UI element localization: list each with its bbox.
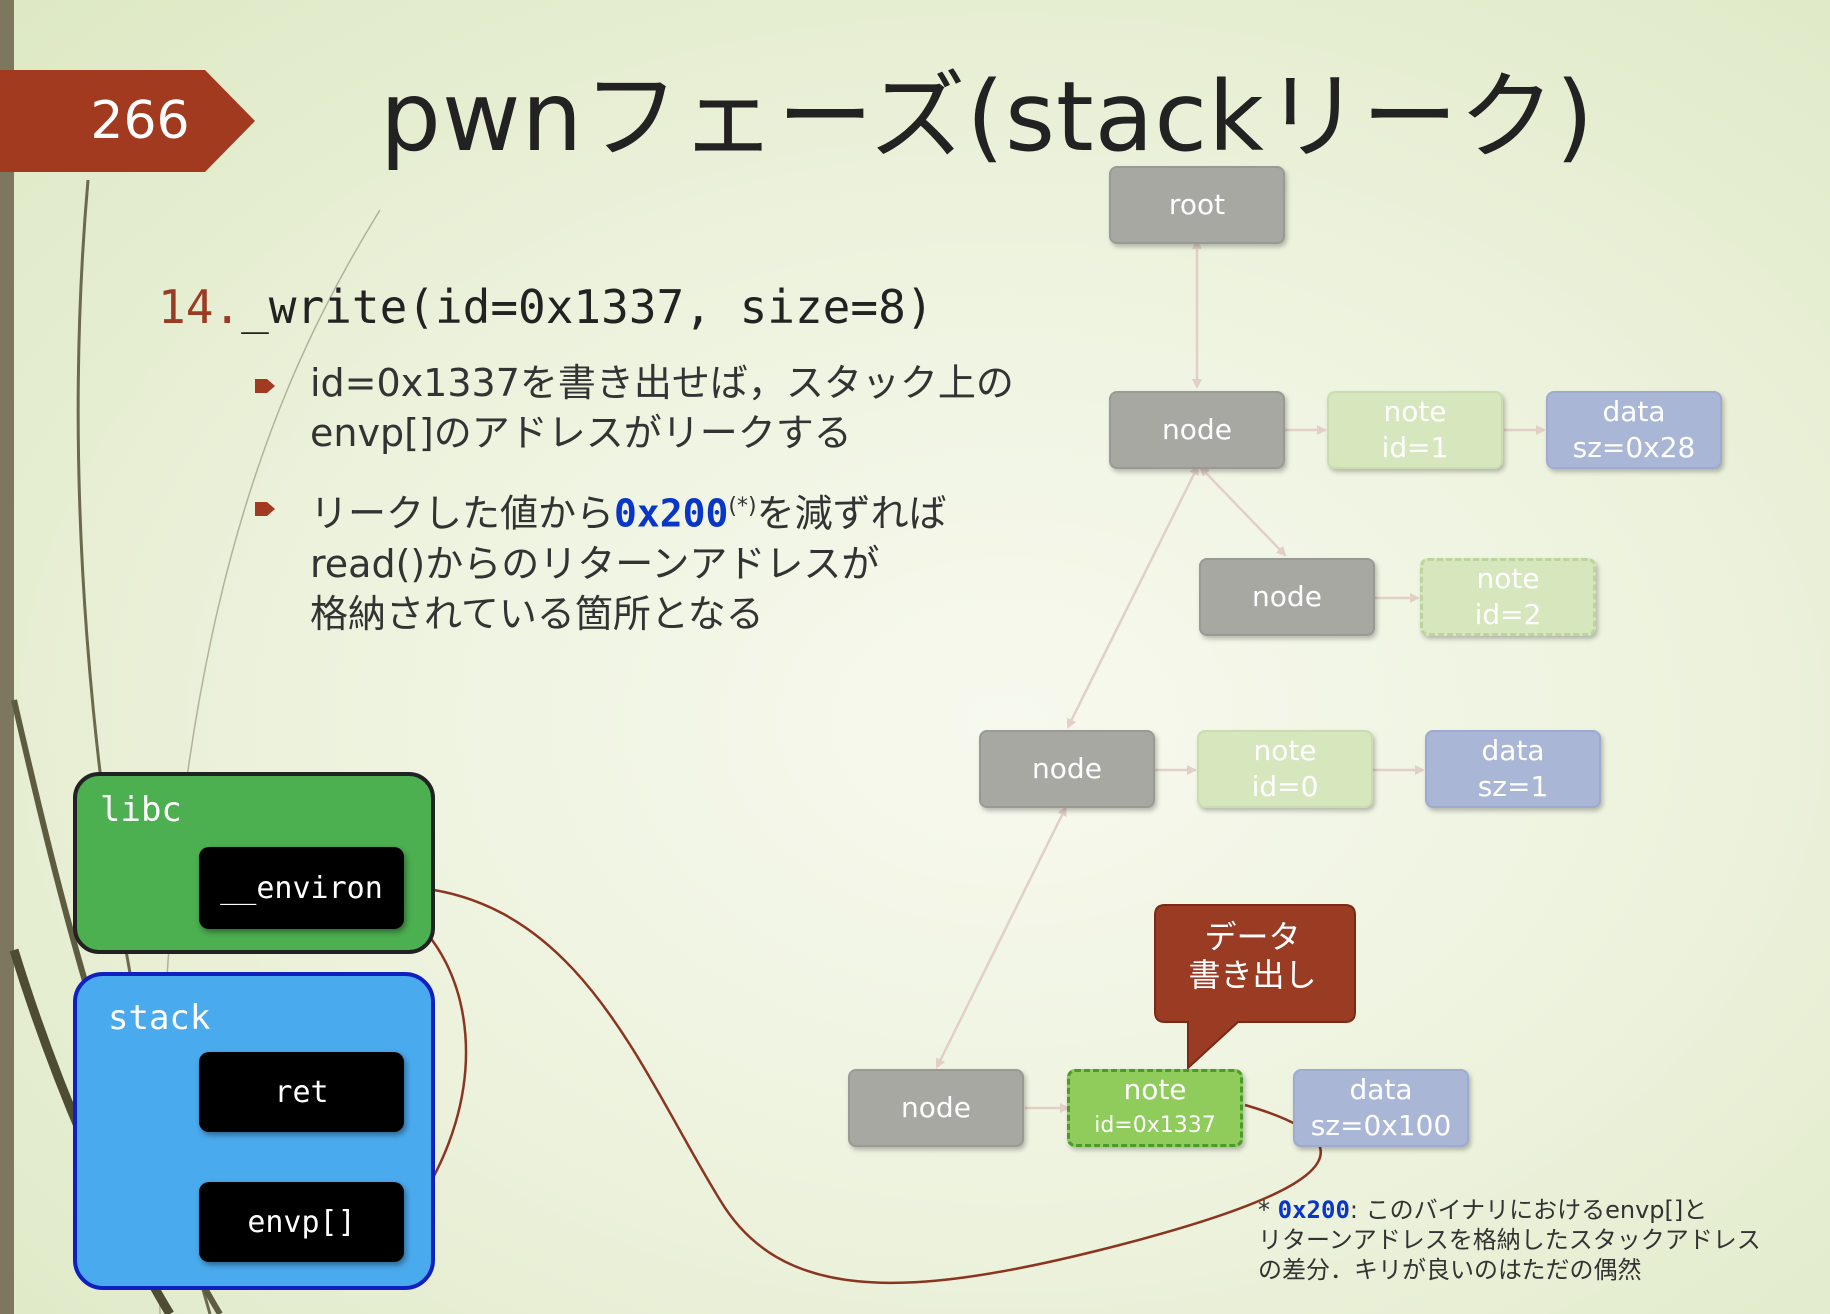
note-label: note [1383,395,1447,428]
bullet-1-line-2: envp[]のアドレスがリークする [310,411,852,455]
footnote-line-1: * 0x200: このバイナリにおけるenvp[]と [1258,1195,1761,1225]
environ-cell: __environ [199,847,404,929]
callout-bubble [1154,904,1356,1071]
stack-label: stack [108,998,211,1038]
callout-line-1: データ [1204,918,1301,956]
node-label: node [1162,413,1232,446]
tree-node: node [1199,558,1375,636]
step-code: _write(id=0x1337, size=8) [241,280,934,334]
tree-node: node [848,1069,1024,1147]
tree-node: node [1109,391,1285,469]
bullet-2: リークした値から0x200(*)を減ずれば read()からのリターンアドレスが… [310,482,947,639]
offset-highlight: 0x200 [614,491,729,536]
node-label: node [1252,580,1322,613]
footnote-line-2: リターンアドレスを格納したスタックアドレス [1258,1226,1761,1254]
node-label: node [901,1091,971,1124]
note-id: id=0x1337 [1094,1113,1216,1138]
slide-title: pwnフェーズ(stackリーク) [380,61,1595,173]
note-node-0x1337: note id=0x1337 [1067,1069,1243,1147]
libc-label: libc [100,790,182,830]
tree-node: node [979,730,1155,808]
node-label: node [1032,752,1102,785]
step-number: 14. [158,280,242,334]
bullet-1: id=0x1337を書き出せば，スタック上の envp[]のアドレスがリークする [310,358,1014,458]
footnote: * 0x200: このバイナリにおけるenvp[]と リターンアドレスを格納した… [1258,1195,1761,1285]
data-size: sz=0x28 [1572,431,1696,464]
bullet-2-line-1: リークした値から0x200(*)を減ずれば [310,482,947,539]
data-label: data [1349,1073,1413,1106]
note-label: note [1476,562,1540,595]
ret-cell: ret [199,1052,404,1132]
left-stripe [0,0,14,1314]
note-label: note [1123,1073,1187,1106]
footnote-offset: 0x200 [1277,1196,1350,1224]
note-id: id=0 [1251,770,1319,803]
data-label: data [1602,395,1666,428]
slide-number: 266 [90,91,190,151]
data-size: sz=0x100 [1310,1109,1452,1142]
callout-line-2: 書き出し [1188,956,1317,994]
bullet-arrow-icon [255,502,275,516]
footnote-text-a: : このバイナリにおけるenvp[]と [1349,1196,1708,1224]
note-label: note [1253,734,1317,767]
bullet-1-line-1: id=0x1337を書き出せば，スタック上の [310,361,1014,405]
bullet-2-text-a: リークした値から [310,491,615,536]
footnote-marker: (*) [728,494,757,519]
slide-number-badge [0,70,255,172]
root-node: root [1109,166,1285,244]
root-label: root [1168,188,1226,221]
step-heading: 14._write(id=0x1337, size=8) [158,280,933,334]
callout-text: データ 書き出し [1155,918,1350,994]
bullet-arrow-icon [255,379,275,393]
footnote-line-3: の差分．キリが良いのはただの偶然 [1258,1256,1642,1284]
envp-cell: envp[] [199,1182,404,1262]
bullet-2-text-b: を減ずれば [756,491,947,536]
note-id: id=1 [1381,431,1449,464]
note-id: id=2 [1474,598,1542,631]
footnote-star: * [1258,1196,1270,1224]
data-label: data [1481,734,1545,767]
bullet-2-line-3: 格納されている箇所となる [310,591,764,636]
bullet-2-line-2: read()からのリターンアドレスが [310,541,880,586]
data-size: sz=1 [1477,770,1549,803]
